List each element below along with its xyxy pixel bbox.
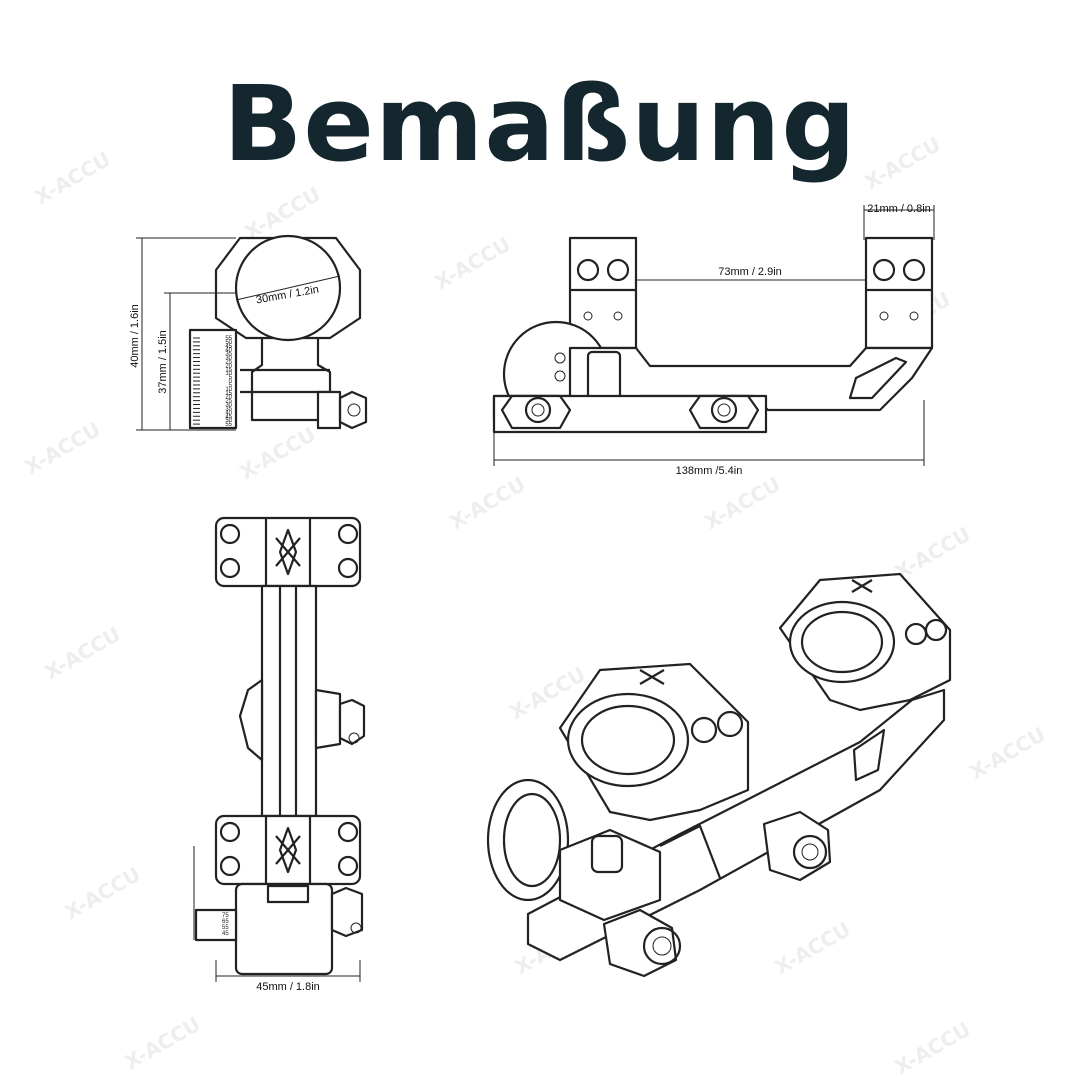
scale-tick-label: 5 bbox=[229, 375, 233, 381]
scale-tick-label: 20 bbox=[225, 395, 232, 401]
scale-tick-label: 50 bbox=[225, 418, 232, 424]
scale-tick-label: 45 bbox=[225, 344, 232, 350]
scale-tick-label: 40 bbox=[225, 410, 232, 416]
iso-adjustment-dial bbox=[486, 778, 570, 902]
scale-tick-label: 30 bbox=[225, 403, 232, 409]
bottom-scale-tick-label: 65 bbox=[222, 919, 229, 925]
angle-scale-plate bbox=[188, 328, 238, 430]
scale-tick-label: 25 bbox=[225, 399, 232, 405]
scale-tick-label: 25 bbox=[225, 359, 232, 365]
scale-tick-label: 50 bbox=[225, 340, 232, 346]
total-height-label: 40mm / 1.6in bbox=[129, 304, 141, 368]
total-length-label: 138mm /5.4in bbox=[676, 465, 743, 477]
ring-spacing-label: 73mm / 2.9in bbox=[718, 266, 782, 278]
scale-tick-label: 35 bbox=[225, 352, 232, 358]
center-height-label: 37mm / 1.5in bbox=[157, 330, 169, 394]
ring-housing bbox=[214, 236, 362, 340]
scale-tick-label: 10 bbox=[225, 371, 232, 377]
ring-width-label: 21mm / 0.8in bbox=[867, 203, 931, 215]
scale-tick-label: 30 bbox=[225, 356, 232, 362]
x-logo-icon bbox=[851, 579, 873, 593]
scale-tick-label: 5 bbox=[229, 383, 233, 389]
scale-tick-label: 10 bbox=[225, 387, 232, 393]
x-logo-icon bbox=[275, 528, 301, 576]
rear-ring-side bbox=[864, 236, 934, 350]
clamp-nut-front bbox=[500, 394, 572, 430]
scale-tick-label: 15 bbox=[225, 367, 232, 373]
scale-tick-label: 0 bbox=[229, 379, 233, 385]
scale-tick-label: 15 bbox=[225, 391, 232, 397]
bottom-scale-tick-label: 45 bbox=[222, 931, 229, 937]
bottom-scale-tick-label: 55 bbox=[222, 925, 229, 931]
base-width-label: 45mm / 1.8in bbox=[256, 981, 320, 993]
scale-tick-label: 55 bbox=[225, 422, 232, 428]
scale-tick-label: 45 bbox=[225, 414, 232, 420]
x-logo-icon bbox=[639, 669, 665, 685]
page-title: Bemaßung bbox=[223, 63, 857, 185]
x-logo-icon bbox=[275, 826, 301, 874]
angle-scale: 5550454035302520151050510152025303540455… bbox=[193, 336, 233, 428]
clamp-nut-rear bbox=[688, 394, 760, 430]
scale-tick-label: 35 bbox=[225, 406, 232, 412]
scale-tick-label: 20 bbox=[225, 363, 232, 369]
bottom-scale-tick-label: 75 bbox=[222, 913, 229, 919]
scale-tick-label: 55 bbox=[225, 336, 232, 342]
scale-tick-label: 40 bbox=[225, 348, 232, 354]
